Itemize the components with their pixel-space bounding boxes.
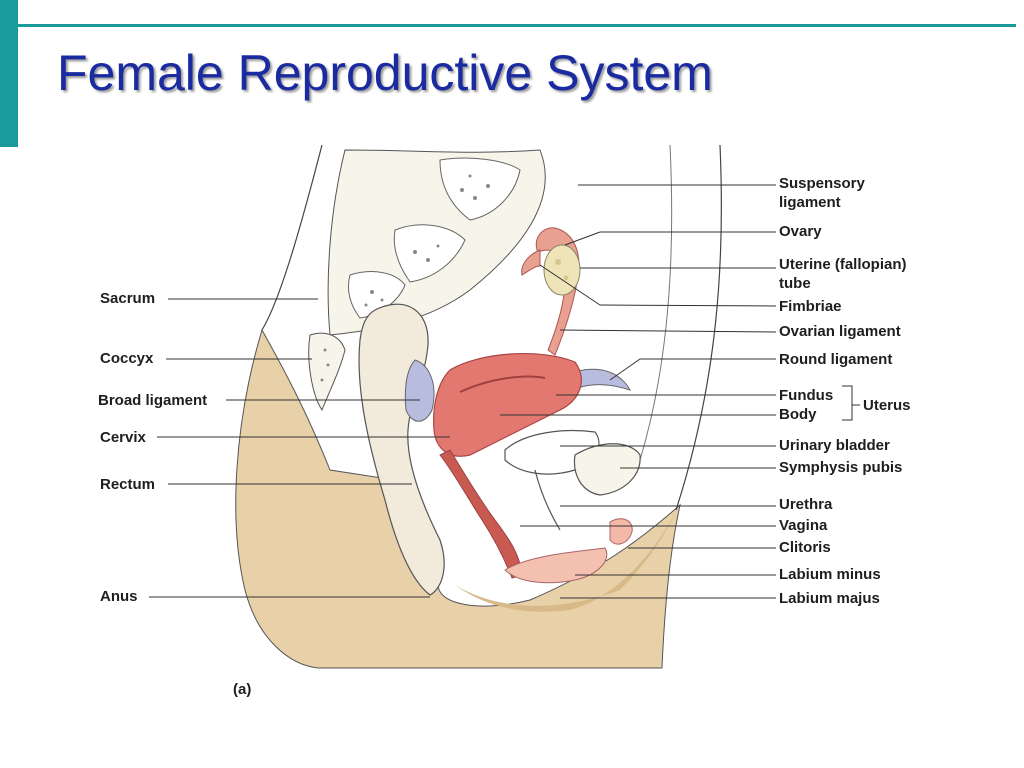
label-ovarian-ligament: Ovarian ligament: [779, 323, 901, 340]
label-anus: Anus: [100, 588, 138, 605]
label-sacrum: Sacrum: [100, 290, 156, 307]
label-suspensory-ligament-line1: Suspensory: [779, 175, 865, 192]
round-ligament-shape: [574, 368, 632, 391]
label-cervix: Cervix: [100, 429, 146, 446]
label-fimbriae: Fimbriae: [779, 298, 842, 315]
label-labium-majus: Labium majus: [779, 590, 880, 607]
label-fundus: Fundus: [779, 387, 834, 404]
vertebra-2: [393, 224, 466, 283]
ovary-shape: [543, 244, 581, 296]
label-suspensory-ligament-line2: ligament: [779, 194, 841, 211]
label-broad-ligament: Broad ligament: [98, 392, 208, 409]
label-body: Body: [779, 406, 817, 423]
label-urethra: Urethra: [779, 496, 833, 513]
label-vagina: Vagina: [779, 517, 828, 534]
broad-ligament-shape: [404, 359, 435, 422]
clitoris-shape: [609, 518, 633, 545]
label-rectum: Rectum: [100, 476, 156, 493]
label-uterine-tube-line2: tube: [779, 275, 811, 292]
bone-dots: [320, 174, 490, 382]
anterior-wall: [675, 144, 722, 511]
label-coccyx: Coccyx: [100, 350, 154, 367]
rectum-shape: [358, 303, 445, 596]
vertebra-1: [439, 157, 521, 221]
leader-lines-right: [500, 184, 777, 599]
anatomy-illustration: [149, 144, 860, 669]
label-round-ligament: Round ligament: [779, 351, 893, 368]
labium-minus-shape: [504, 547, 608, 584]
uterine-cavity: [459, 375, 546, 393]
coccyx-shape: [308, 332, 346, 412]
label-urinary-bladder: Urinary bladder: [779, 437, 890, 454]
label-uterus: Uterus: [863, 397, 911, 414]
label-uterine-tube-line1: Uterine (fallopian): [779, 256, 907, 273]
vagina-shape: [439, 449, 523, 579]
panel-label: (a): [233, 681, 252, 698]
top-rule: [18, 24, 1016, 27]
leader-lines-left: [149, 298, 450, 598]
back-outline: [261, 144, 323, 331]
label-ovary: Ovary: [779, 223, 822, 240]
perineum-shade: [455, 512, 676, 612]
accent-bar: [0, 0, 18, 147]
label-symphysis-pubis: Symphysis pubis: [779, 459, 903, 476]
slide-title: Female Reproductive System: [57, 45, 713, 101]
label-clitoris: Clitoris: [779, 539, 831, 556]
fimbriae-shape: [521, 249, 541, 276]
urethra-shape: [534, 469, 561, 531]
uterus-bracket: [842, 385, 860, 421]
label-labium-minus: Labium minus: [779, 566, 881, 583]
symphysis-pubis-shape: [573, 443, 641, 496]
anterior-wall-inner: [639, 144, 673, 461]
uterus-shape: [433, 352, 582, 457]
